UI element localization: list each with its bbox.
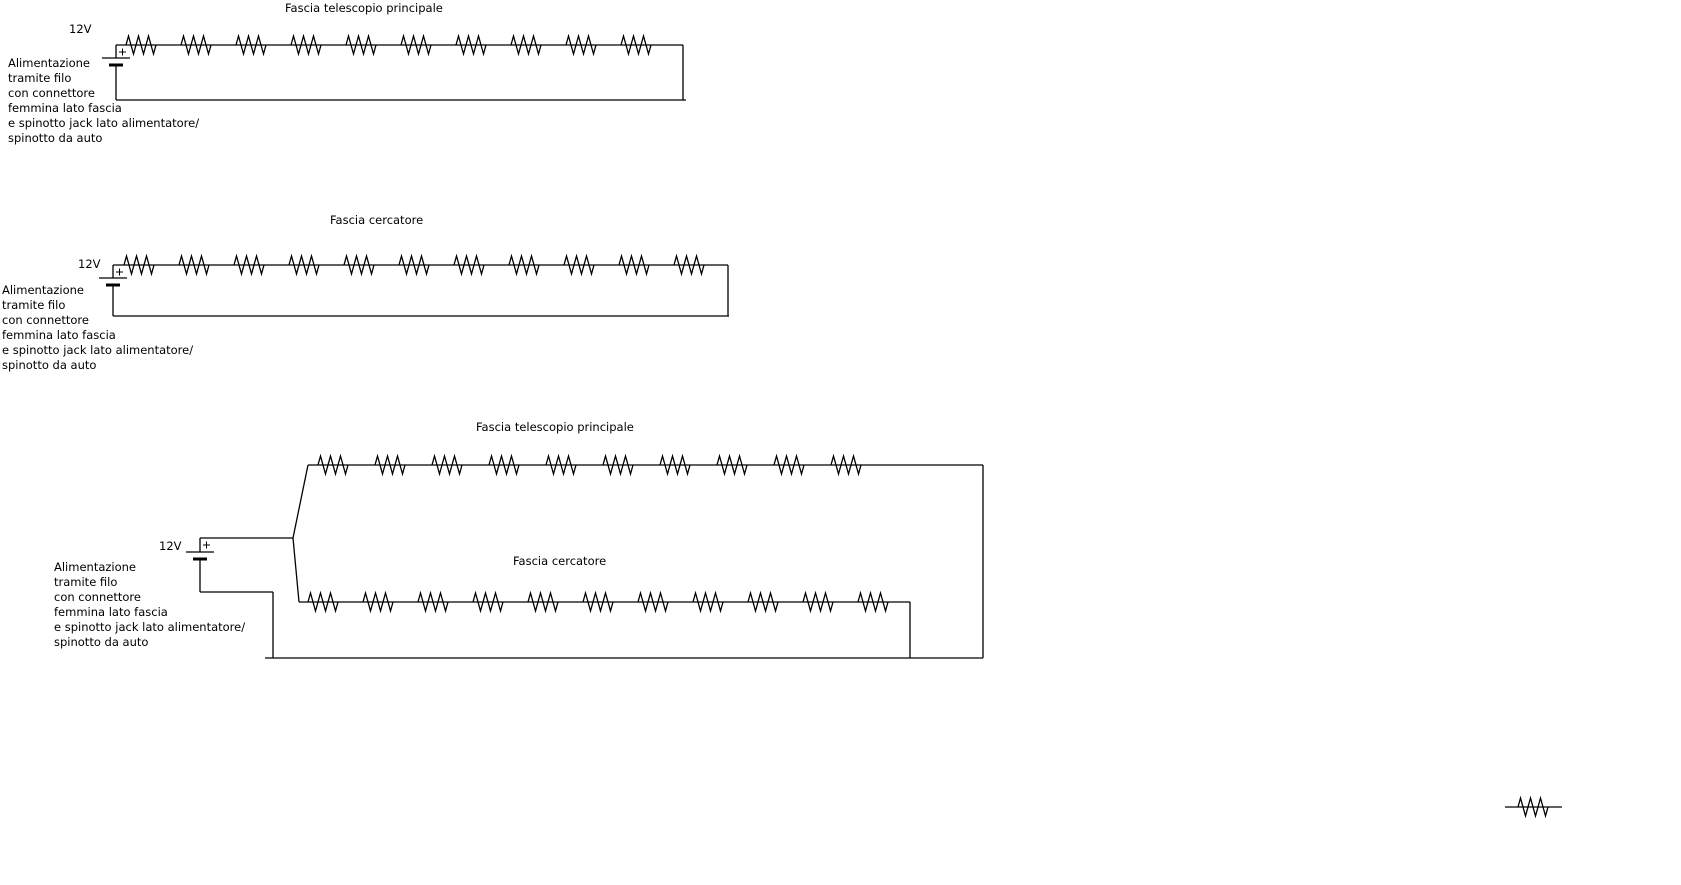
resistor-icon <box>563 255 595 275</box>
resistor-icon <box>692 592 724 612</box>
battery-icon <box>102 45 130 100</box>
resistor-icon <box>620 35 652 55</box>
battery-icon <box>186 538 214 592</box>
resistor-icon <box>400 35 432 55</box>
resistor-icon <box>398 255 430 275</box>
resistor-icon <box>510 35 542 55</box>
circuit1-power-note: Alimentazione tramite filo con connettor… <box>8 56 200 145</box>
resistor-icon <box>288 255 320 275</box>
resistor-icon <box>345 35 377 55</box>
circuit2-power-note: Alimentazione tramite filo con connettor… <box>2 283 194 372</box>
resistor-icon <box>431 455 463 475</box>
resistor-icon <box>307 592 339 612</box>
resistor-icon <box>747 592 779 612</box>
resistor-icon <box>582 592 614 612</box>
resistor-icon <box>453 255 485 275</box>
circuit3-voltage-label: 12V <box>159 539 182 553</box>
resistor-icon <box>659 455 691 475</box>
resistor-icon <box>362 592 394 612</box>
resistor-icon <box>233 255 265 275</box>
resistor-icon <box>235 35 267 55</box>
resistor-icon <box>374 455 406 475</box>
resistor-icon <box>673 255 705 275</box>
resistor-icon <box>1517 797 1549 817</box>
resistor-icon <box>802 592 834 612</box>
resistor-icon <box>637 592 669 612</box>
resistor-icon <box>773 455 805 475</box>
resistor-icon <box>857 592 889 612</box>
resistor-icon <box>527 592 559 612</box>
circuit3-power-note: Alimentazione tramite filo con connettor… <box>54 560 246 649</box>
battery-plus-mark <box>116 268 123 276</box>
resistor-icon <box>317 455 349 475</box>
circuit2-title: Fascia cercatore <box>330 213 424 227</box>
circuit3-main-title: Fascia telescopio principale <box>476 420 634 434</box>
resistor-icon <box>565 35 597 55</box>
resistor-icon <box>455 35 487 55</box>
resistor-chain <box>1517 797 1549 817</box>
circuit3-finder-title: Fascia cercatore <box>513 554 607 568</box>
battery-icon <box>99 265 127 316</box>
resistor-icon <box>472 592 504 612</box>
resistor-icon <box>508 255 540 275</box>
circuit2-voltage-label: 12V <box>78 257 101 271</box>
resistor-icon <box>602 455 634 475</box>
resistor-icon <box>123 255 155 275</box>
resistor-icon <box>488 455 520 475</box>
circuit3-branch-up-diagonal <box>292 464 309 539</box>
resistor-icon <box>417 592 449 612</box>
resistor-icon <box>830 455 862 475</box>
circuit3 <box>186 455 984 659</box>
circuit1 <box>102 35 686 101</box>
battery-plus-mark <box>203 541 210 549</box>
resistor-icon <box>343 255 375 275</box>
circuit3-branch-down-diagonal <box>292 537 300 603</box>
circuit2 <box>99 255 729 317</box>
resistor-icon <box>716 455 748 475</box>
circuit1-voltage-label: 12V <box>69 22 92 36</box>
battery-plus-mark <box>119 48 126 56</box>
resistor-icon <box>290 35 322 55</box>
resistor-icon <box>545 455 577 475</box>
resistor-icon <box>180 35 212 55</box>
circuit1-title: Fascia telescopio principale <box>285 1 443 15</box>
resistor-icon <box>178 255 210 275</box>
resistor-icon <box>125 35 157 55</box>
stray-resistor <box>1505 797 1562 817</box>
resistor-icon <box>618 255 650 275</box>
